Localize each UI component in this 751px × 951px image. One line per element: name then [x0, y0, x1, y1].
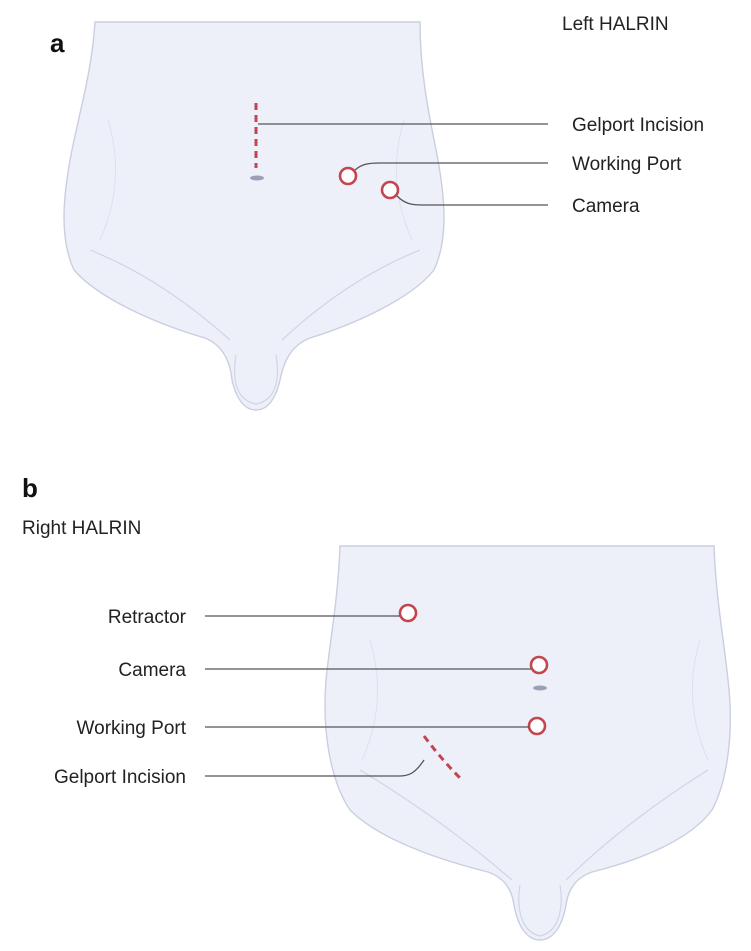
- torso-silhouette-b: [325, 546, 730, 940]
- umbilicus-b: [533, 686, 547, 691]
- label-camera-b: Camera: [118, 660, 186, 681]
- umbilicus-a: [250, 176, 264, 181]
- label-camera-a: Camera: [572, 196, 640, 217]
- camera-port-marker-a: [382, 182, 398, 198]
- torso-illustration-a: [64, 22, 444, 410]
- panel-b: b Right HALRIN Retractor Camera Working …: [22, 473, 730, 940]
- torso-illustration-b: [325, 546, 730, 940]
- panel-a: a Left HALRIN Gelport Incision Working P…: [50, 14, 704, 410]
- working-port-marker-a: [340, 168, 356, 184]
- label-working-port-b: Working Port: [77, 718, 187, 739]
- working-port-marker-b: [529, 718, 545, 734]
- panel-a-letter: a: [50, 28, 65, 58]
- retractor-port-marker-b: [400, 605, 416, 621]
- panel-a-title: Left HALRIN: [562, 14, 669, 35]
- panel-b-letter: b: [22, 473, 38, 503]
- label-gelport-incision-a: Gelport Incision: [572, 115, 704, 136]
- label-working-port-a: Working Port: [572, 154, 682, 175]
- label-retractor-b: Retractor: [108, 607, 187, 628]
- label-gelport-incision-b: Gelport Incision: [54, 767, 186, 788]
- camera-port-marker-b: [531, 657, 547, 673]
- panel-b-title: Right HALRIN: [22, 518, 141, 539]
- torso-silhouette-a: [64, 22, 444, 410]
